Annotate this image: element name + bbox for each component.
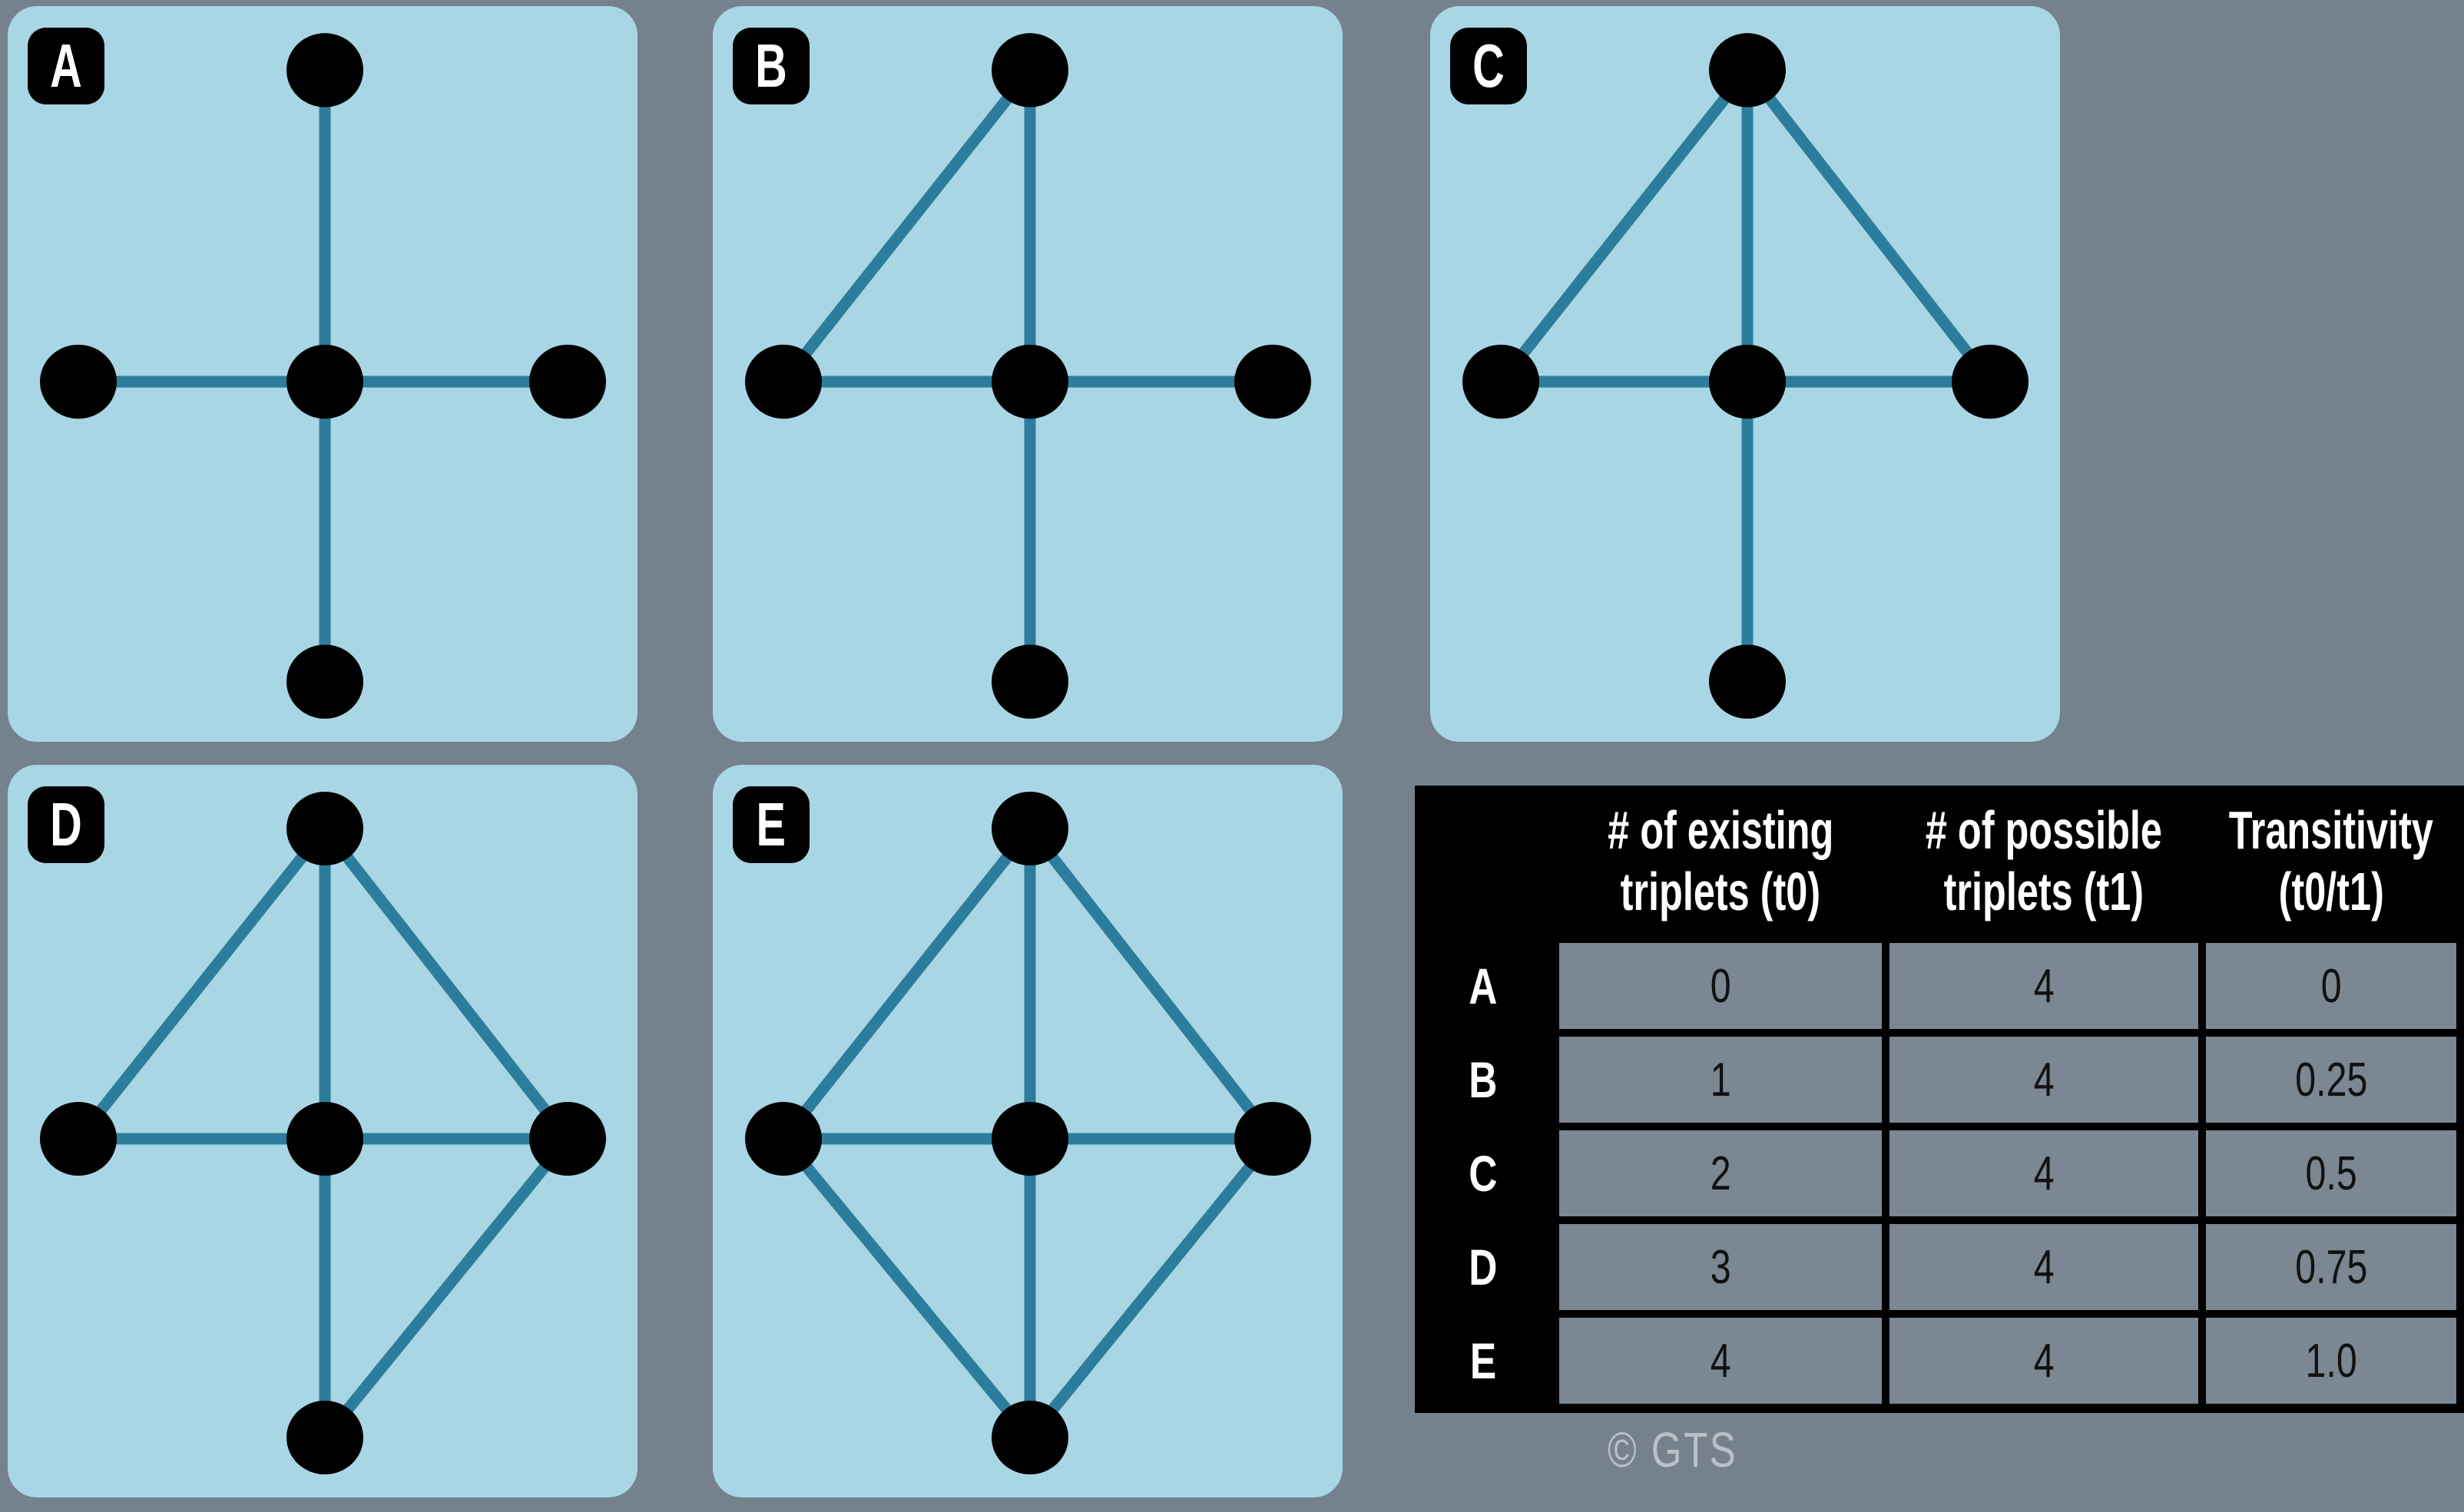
panel-label-badge-e: E: [733, 786, 810, 863]
panel-label-d: D: [50, 790, 82, 859]
node-top: [286, 792, 363, 865]
panel-b: B: [713, 6, 1343, 742]
row-label-d: D: [1469, 1239, 1498, 1295]
cell-d-transitivity: 0.75: [2206, 1224, 2456, 1310]
graph-canvas-c: [1462, 33, 2028, 719]
node-bottom: [286, 1401, 363, 1474]
node-center: [992, 1102, 1068, 1176]
panel-label-badge-b: B: [733, 28, 810, 104]
graph-canvas-b: [745, 33, 1311, 719]
edge-top-left: [74, 825, 330, 1143]
col-header-existing-triplets: # of existing triplets (t0): [1607, 799, 1834, 921]
edge-left-bottom: [779, 1135, 1035, 1441]
cell-a-transitivity: 0: [2206, 943, 2456, 1029]
cell-d-existing: 3: [1559, 1224, 1882, 1310]
col-header-possible-triplets: # of possible triplets (t1): [1925, 799, 2163, 921]
node-right: [529, 344, 606, 419]
panel-e: E: [713, 765, 1343, 1497]
node-bottom: [992, 1401, 1068, 1474]
node-left: [745, 1102, 822, 1176]
cell-a-existing: 0: [1559, 943, 1882, 1029]
cell-c-transitivity: 0.5: [2206, 1130, 2456, 1216]
edge-right-bottom: [320, 1135, 572, 1441]
node-bottom: [992, 644, 1068, 719]
panel-label-e: E: [756, 790, 787, 859]
node-left: [1462, 344, 1539, 419]
panel-c: C: [1430, 6, 2060, 742]
cell-e-possible: 4: [1889, 1318, 2198, 1404]
edge-top-left: [1496, 66, 1752, 385]
cell-c-existing: 2: [1559, 1130, 1882, 1216]
panel-d: D: [8, 765, 638, 1497]
edge-right-bottom: [1025, 1135, 1277, 1441]
node-bottom: [1709, 644, 1786, 719]
node-center: [992, 344, 1068, 419]
cell-e-transitivity: 1.0: [2206, 1318, 2456, 1404]
row-label-c: C: [1469, 1145, 1498, 1202]
col-header-transitivity: Transitivity (t0/t1): [2228, 799, 2434, 921]
panel-label-c: C: [1472, 31, 1505, 100]
edge-top-left: [779, 825, 1035, 1143]
cell-e-existing: 4: [1559, 1318, 1882, 1404]
edge-top-right: [1025, 825, 1277, 1143]
panel-label-b: B: [755, 31, 787, 100]
edge-top-left: [779, 66, 1035, 385]
graph-canvas-e: [745, 792, 1311, 1474]
node-top: [992, 792, 1068, 865]
node-right: [1952, 344, 2028, 419]
node-right: [1234, 1102, 1311, 1176]
copyright-watermark: © GTS: [1608, 1422, 1738, 1477]
edge-top-right: [320, 825, 572, 1143]
edge-top-right: [1743, 66, 1995, 385]
cell-b-possible: 4: [1889, 1037, 2198, 1123]
cell-d-possible: 4: [1889, 1224, 2198, 1310]
row-label-b: B: [1469, 1051, 1498, 1108]
node-right: [529, 1102, 606, 1176]
cell-a-possible: 4: [1889, 943, 2198, 1029]
row-label-e: E: [1469, 1332, 1497, 1389]
node-top: [1709, 33, 1786, 108]
panel-label-a: A: [50, 31, 82, 100]
node-top: [286, 33, 363, 108]
panel-label-badge-d: D: [28, 786, 104, 863]
node-top: [992, 33, 1068, 108]
node-right: [1234, 344, 1311, 419]
node-center: [1709, 344, 1786, 419]
node-left: [40, 1102, 117, 1176]
cell-b-transitivity: 0.25: [2206, 1037, 2456, 1123]
graph-canvas-a: [40, 33, 606, 719]
cell-b-existing: 1: [1559, 1037, 1882, 1123]
node-bottom: [286, 644, 363, 719]
table-corner-cell: [1415, 786, 1552, 935]
panel-label-badge-a: A: [28, 28, 104, 104]
panel-label-badge-c: C: [1450, 28, 1527, 104]
node-left: [745, 344, 822, 419]
transitivity-table: # of existing triplets (t0) # of possibl…: [1415, 786, 2464, 1413]
node-center: [286, 1102, 363, 1176]
cell-c-possible: 4: [1889, 1130, 2198, 1216]
panel-a: A: [8, 6, 638, 742]
node-center: [286, 344, 363, 419]
row-label-a: A: [1469, 958, 1498, 1014]
node-left: [40, 344, 117, 419]
graph-canvas-d: [40, 792, 606, 1474]
